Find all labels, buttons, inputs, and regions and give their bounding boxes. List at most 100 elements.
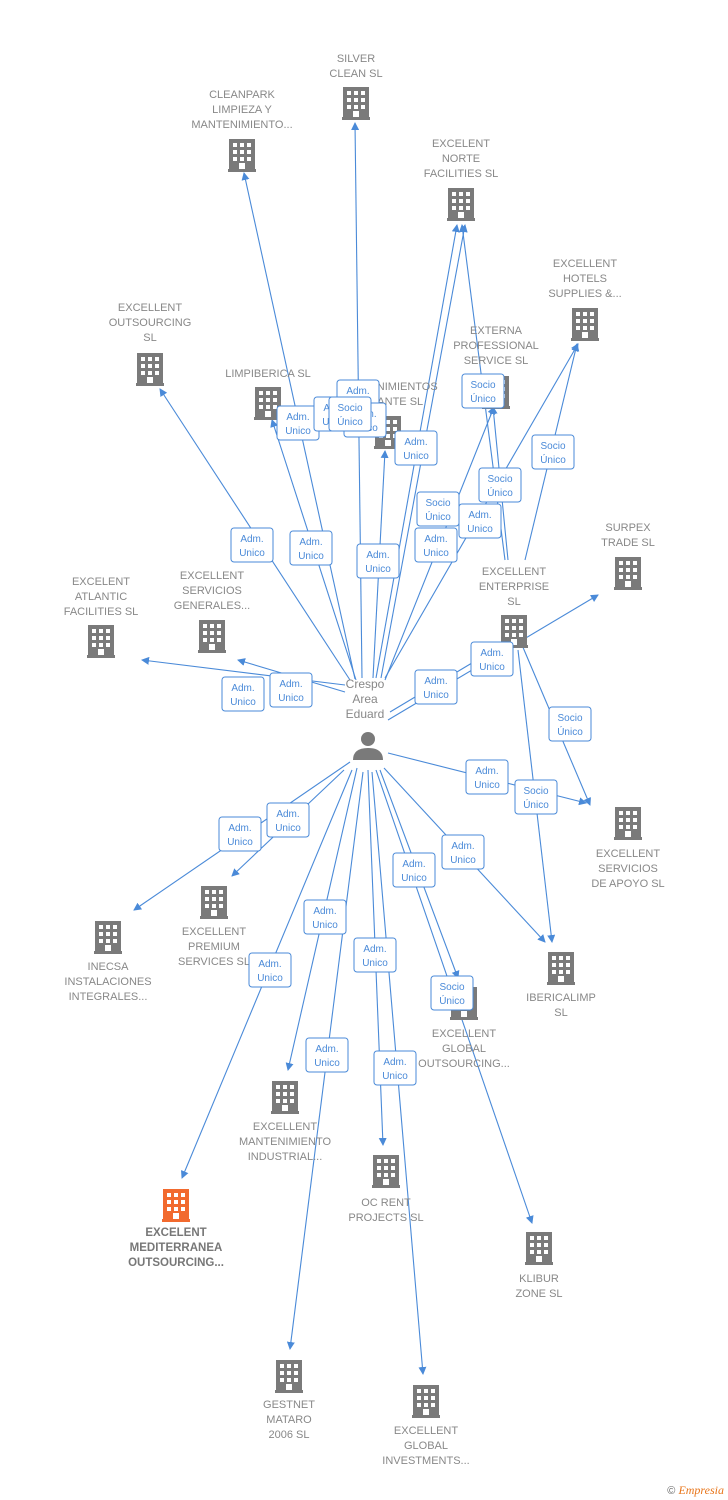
role-badge[interactable]: Adm.Unico <box>414 669 458 705</box>
svg-text:Unico: Unico <box>362 958 388 969</box>
role-badge[interactable]: Adm.Unico <box>373 1050 417 1086</box>
role-badge[interactable]: Adm.Unico <box>248 952 292 988</box>
company-name-line: MANTENIMIENTO <box>239 1136 332 1148</box>
company-name-line: SURPEX <box>605 522 651 534</box>
company-name-line: EXCELLENT <box>482 566 546 578</box>
role-badge[interactable]: Adm.Unico <box>269 672 313 708</box>
role-badge[interactable]: Adm.Unico <box>218 816 262 852</box>
company-name-line: SL <box>507 596 520 608</box>
company-name-line: CLEANPARK <box>209 89 275 101</box>
company-name-line: GLOBAL <box>404 1440 448 1452</box>
svg-text:Unico: Unico <box>285 426 311 437</box>
brand-logo[interactable]: Empresia <box>678 1483 724 1497</box>
svg-text:Socio: Socio <box>540 441 565 452</box>
company-name-line: PREMIUM <box>188 941 240 953</box>
company-name-line: SUPPLIES &... <box>548 288 621 300</box>
company-name-line: EXCELLENT <box>432 1028 496 1040</box>
company-name-line: GENERALES... <box>174 600 250 612</box>
company-name-line: KLIBUR <box>519 1273 559 1285</box>
svg-text:Adm.: Adm. <box>231 683 254 694</box>
building-icon <box>228 139 256 172</box>
company-name-line: SERVICIOS <box>598 863 658 875</box>
svg-text:Unico: Unico <box>278 693 304 704</box>
svg-text:Socio: Socio <box>425 498 450 509</box>
role-badge[interactable]: Adm.Unico <box>356 543 400 579</box>
footer-credit: © Empresia <box>667 1483 724 1498</box>
svg-text:Adm.: Adm. <box>346 386 369 397</box>
company-name-line: INSTALACIONES <box>64 976 151 988</box>
role-badge[interactable]: Adm.Unico <box>289 530 333 566</box>
company-node-mantind[interactable]: EXCELLENTMANTENIMIENTOINDUSTRIAL... <box>239 1081 332 1163</box>
svg-text:Adm.: Adm. <box>424 534 447 545</box>
svg-text:Adm.: Adm. <box>475 766 498 777</box>
svg-text:Unico: Unico <box>227 837 253 848</box>
svg-text:Unico: Unico <box>401 873 427 884</box>
role-badge[interactable]: Adm.Unico <box>394 430 438 466</box>
building-icon <box>372 1155 400 1188</box>
role-badge[interactable]: Adm.Unico <box>276 405 320 441</box>
company-node-inecsa[interactable]: INECSAINSTALACIONESINTEGRALES... <box>64 921 152 1003</box>
role-badge[interactable]: Adm.Unico <box>465 759 509 795</box>
role-badge[interactable]: Adm.Unico <box>441 834 485 870</box>
company-name-line: INVESTMENTS... <box>382 1455 469 1467</box>
role-badge[interactable]: Adm.Unico <box>221 676 265 712</box>
person-name-line: Eduard <box>346 707 385 721</box>
company-node-servgen[interactable]: EXCELLENTSERVICIOSGENERALES... <box>174 570 250 653</box>
svg-text:Adm.: Adm. <box>313 906 336 917</box>
role-badge[interactable]: Adm.Unico <box>392 852 436 888</box>
building-icon <box>571 308 599 341</box>
svg-text:Unico: Unico <box>365 564 391 575</box>
svg-text:Unico: Unico <box>382 1071 408 1082</box>
company-node-limpiberica[interactable]: LIMPIBERICA SL <box>225 368 311 420</box>
company-node-globalinv[interactable]: EXCELLENTGLOBALINVESTMENTS... <box>382 1385 470 1467</box>
svg-text:Socio: Socio <box>487 474 512 485</box>
svg-text:Adm.: Adm. <box>363 944 386 955</box>
role-badge[interactable]: Adm. Unico <box>353 937 397 973</box>
person-name-line: Crespo <box>346 677 385 691</box>
svg-text:Adm.: Adm. <box>451 841 474 852</box>
company-name-line: INTEGRALES... <box>69 991 148 1003</box>
company-node-mediterranea[interactable]: EXCELENTMEDITERRANEAOUTSOURCING... <box>128 1189 224 1269</box>
role-badge[interactable]: Adm.Unico <box>303 899 347 935</box>
company-name-line: EXTERNA <box>470 325 523 337</box>
role-badge[interactable]: Adm.Unico <box>470 641 514 677</box>
role-badge[interactable]: Adm.Unico <box>458 503 502 539</box>
role-badge[interactable]: Adm.Unico <box>305 1037 349 1073</box>
svg-text:Socio: Socio <box>337 403 362 414</box>
building-icon <box>87 625 115 658</box>
role-badge[interactable]: Adm.Unico <box>414 527 458 563</box>
copyright-symbol: © <box>667 1485 676 1497</box>
role-badge[interactable]: Adm.Unico <box>266 802 310 838</box>
svg-text:Único: Único <box>425 510 451 523</box>
svg-text:Único: Único <box>487 486 513 499</box>
company-node-globalout[interactable]: EXCELLENTGLOBALOUTSOURCING... <box>418 987 510 1070</box>
company-name-line: FACILITIES SL <box>424 168 499 180</box>
svg-text:Adm.: Adm. <box>240 534 263 545</box>
role-badge[interactable]: Adm.Unico <box>230 527 274 563</box>
